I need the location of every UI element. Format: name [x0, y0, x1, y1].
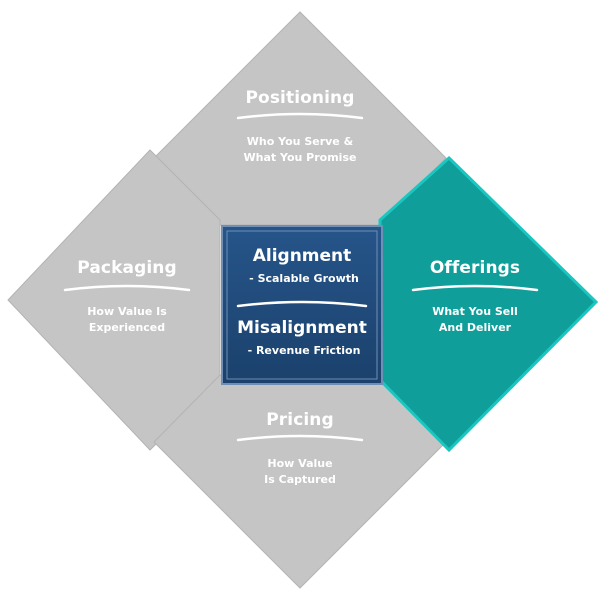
positioning-title: Positioning: [245, 88, 355, 108]
offerings-title: Offerings: [429, 258, 521, 278]
packaging-description: How Value Is Experienced: [87, 304, 167, 336]
offerings-description-line1: What You Sell: [432, 305, 518, 318]
pricing-title: Pricing: [266, 410, 334, 430]
pricing-description: How Value Is Captured: [264, 456, 336, 488]
packaging-panel: [7, 149, 221, 451]
offerings-description-line2: And Deliver: [438, 321, 512, 334]
pricing-divider: [236, 434, 364, 442]
offerings-panel: [378, 155, 599, 453]
positioning-description-line2: What You Promise: [243, 151, 357, 164]
offerings-description: What You Sell And Deliver: [432, 304, 518, 336]
positioning-description-line1: Who You Serve &: [246, 135, 354, 148]
alignment-subtitle: - Scalable Growth: [249, 272, 359, 285]
misalignment-title: Misalignment: [237, 318, 367, 338]
positioning-description: Who You Serve & What You Promise: [244, 134, 357, 166]
pricing-description-line2: Is Captured: [264, 473, 336, 486]
positioning-divider: [236, 112, 364, 120]
pricing-description-line1: How Value: [267, 457, 333, 470]
packaging-description-line2: Experienced: [88, 321, 166, 334]
packaging-title: Packaging: [77, 258, 177, 278]
packaging-description-line1: How Value Is: [87, 305, 167, 318]
offerings-divider: [411, 284, 539, 292]
alignment-title: Alignment: [252, 246, 352, 266]
misalignment-subtitle: - Revenue Friction: [247, 344, 361, 357]
positioning-panel: [153, 11, 447, 226]
center-divider: [236, 300, 368, 308]
center-inner-border: [226, 230, 378, 380]
packaging-divider: [63, 284, 191, 292]
